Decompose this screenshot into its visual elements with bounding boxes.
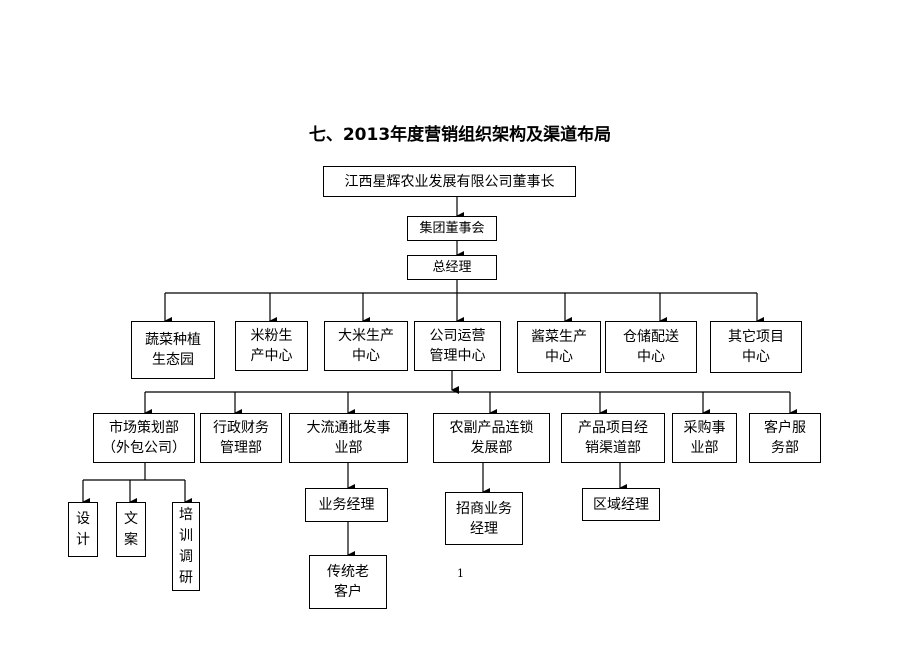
purchasing-box: 采购事 业部	[672, 413, 737, 463]
franchise-manager-label: 招商业务 经理	[456, 500, 512, 537]
general-manager-label: 总经理	[432, 259, 472, 275]
marketing-dept-box: 市场策划部 （外包公司）	[93, 413, 195, 463]
warehouse-box: 仓储配送 中心	[605, 321, 697, 373]
general-manager-box: 总经理	[407, 255, 497, 280]
admin-finance-box: 行政财务 管理部	[200, 413, 282, 463]
wholesale-dept-box: 大流通批发事 业部	[289, 413, 408, 463]
product-channel-box: 产品项目经 销渠道部	[561, 413, 665, 463]
page-title: 七、2013年度营销组织架构及渠道布局	[308, 125, 612, 145]
design-box: 设 计	[68, 502, 98, 557]
agri-chain-label: 农副产品连锁 发展部	[449, 420, 534, 456]
traditional-clients-label: 传统老 客户	[327, 564, 369, 600]
design-label: 设 计	[76, 510, 90, 548]
business-manager-box: 业务经理	[305, 488, 388, 522]
rice-production-box: 大米生产 中心	[324, 321, 408, 371]
franchise-manager-box: 招商业务 经理	[445, 492, 523, 545]
rice-noodle-box: 米粉生 产中心	[235, 321, 308, 371]
traditional-clients-box: 传统老 客户	[309, 555, 387, 609]
rice-production-label: 大米生产 中心	[338, 328, 394, 364]
page-number: 1	[457, 567, 464, 580]
marketing-dept-label: 市场策划部 （外包公司）	[102, 420, 186, 456]
admin-finance-label: 行政财务 管理部	[213, 420, 269, 456]
other-projects-box: 其它项目 中心	[710, 321, 802, 373]
board-box: 集团董事会	[407, 216, 497, 241]
regional-manager-box: 区域经理	[582, 488, 660, 521]
pickle-production-label: 酱菜生产 中心	[531, 329, 587, 365]
pickle-production-box: 酱菜生产 中心	[517, 321, 601, 373]
other-projects-label: 其它项目 中心	[728, 329, 784, 365]
chairman-box: 江西星辉农业发展有限公司董事长	[323, 166, 576, 197]
company-ops-box: 公司运营 管理中心	[414, 321, 501, 371]
agri-chain-box: 农副产品连锁 发展部	[433, 413, 550, 463]
business-manager-label: 业务经理	[318, 497, 375, 513]
warehouse-label: 仓储配送 中心	[623, 329, 679, 365]
copywriting-label: 文 案	[124, 510, 138, 548]
veg-planting-label: 蔬菜种植 生态园	[145, 332, 201, 368]
chairman-label: 江西星辉农业发展有限公司董事长	[344, 173, 555, 190]
rice-noodle-label: 米粉生 产中心	[250, 328, 293, 364]
customer-service-label: 客户服 务部	[764, 420, 806, 456]
training-label: 培 训 调 研	[179, 506, 193, 586]
veg-planting-box: 蔬菜种植 生态园	[131, 321, 215, 379]
training-box: 培 训 调 研	[172, 502, 200, 591]
regional-manager-label: 区域经理	[593, 496, 649, 513]
customer-service-box: 客户服 务部	[749, 413, 821, 463]
product-channel-label: 产品项目经 销渠道部	[578, 420, 648, 456]
board-label: 集团董事会	[419, 220, 485, 236]
company-ops-label: 公司运营 管理中心	[429, 328, 486, 364]
purchasing-label: 采购事 业部	[683, 420, 726, 456]
wholesale-dept-label: 大流通批发事 业部	[306, 420, 391, 456]
copywriting-box: 文 案	[116, 502, 146, 557]
